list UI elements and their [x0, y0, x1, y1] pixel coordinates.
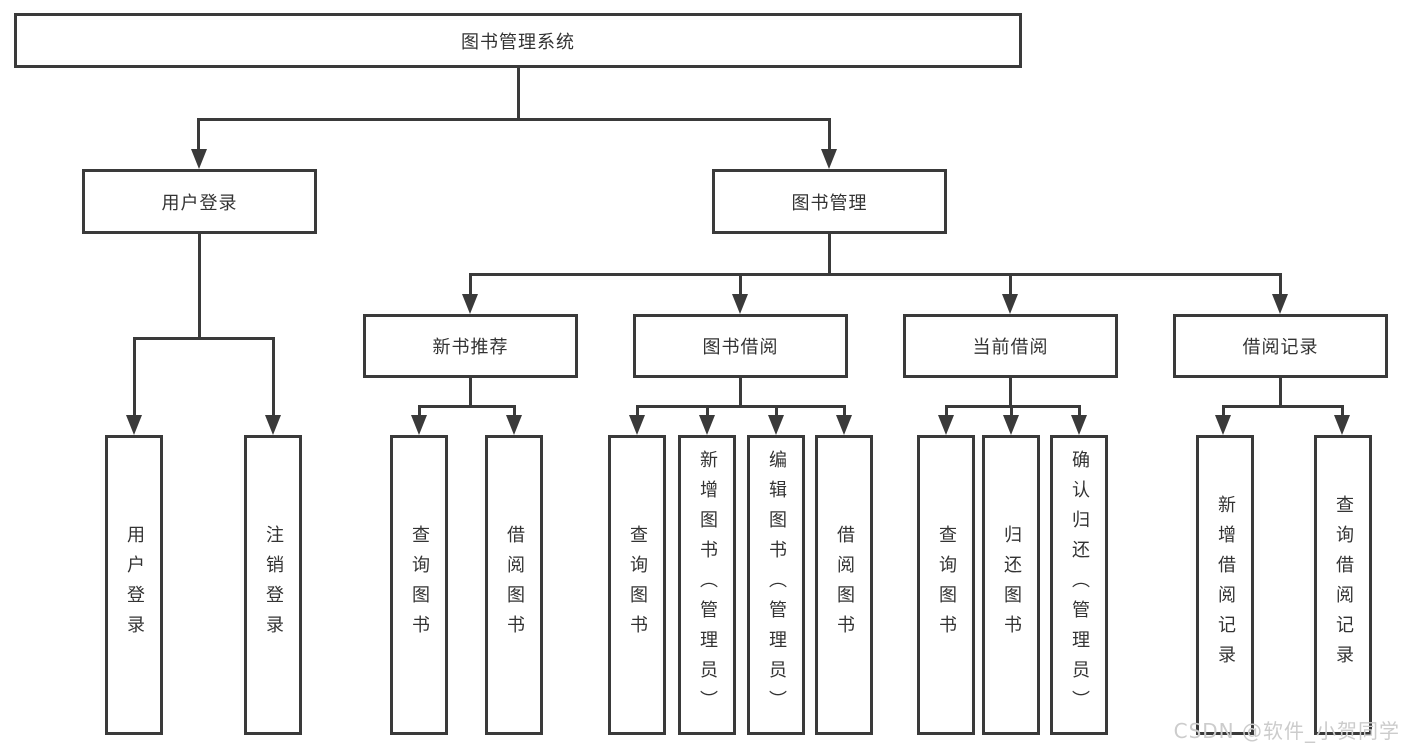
edge-borrow-record-stub [1279, 378, 1282, 408]
leaf-add-book-admin: 新增图书（管理员） [678, 435, 736, 735]
arrowhead [629, 415, 645, 435]
edge-to-leaf-confirm-return [1078, 405, 1081, 417]
node-library-management-system: 图书管理系统 [14, 13, 1022, 68]
node-user-login: 用户登录 [82, 169, 317, 234]
leaf-query-book-current: 查询图书 [917, 435, 975, 735]
leaf-logout: 注销登录 [244, 435, 302, 735]
edge-to-leaf-return-book [1010, 405, 1013, 417]
arrowhead [506, 415, 522, 435]
leaf-add-borrow-record: 新增借阅记录 [1196, 435, 1254, 735]
edge-new-book-stub [469, 378, 472, 408]
node-book-borrow: 图书借阅 [633, 314, 848, 378]
edge-to-leaf-query-book-2 [636, 405, 639, 417]
leaf-borrow-book: 借阅图书 [815, 435, 873, 735]
node-book-management: 图书管理 [712, 169, 947, 234]
arrowhead [265, 415, 281, 435]
edge-to-leaf-query-record [1341, 405, 1344, 417]
leaf-query-borrow-record: 查询借阅记录 [1314, 435, 1372, 735]
arrowhead [1002, 294, 1018, 314]
leaf-confirm-return-admin: 确认归还（管理员） [1050, 435, 1108, 735]
arrowhead [821, 149, 837, 169]
edge-to-leaf-borrow-book-1 [513, 405, 516, 417]
edge-current-borrow-hline [945, 405, 1081, 408]
edge-to-current-borrow [1009, 273, 1012, 296]
arrowhead [462, 294, 478, 314]
arrowhead [1272, 294, 1288, 314]
leaf-borrow-book-recommend: 借阅图书 [485, 435, 543, 735]
arrowhead [699, 415, 715, 435]
arrowhead [836, 415, 852, 435]
edge-book-borrow-stub [739, 378, 742, 408]
edge-to-new-book-recommend [469, 273, 472, 296]
edge-root-hline [197, 118, 831, 121]
node-new-book-recommend: 新书推荐 [363, 314, 578, 378]
leaf-query-book-recommend: 查询图书 [390, 435, 448, 735]
edge-user-login-hline [133, 337, 275, 340]
edge-borrow-record-hline [1222, 405, 1344, 408]
edge-root-stub [517, 68, 520, 121]
edge-to-leaf-logout [272, 337, 275, 417]
arrowhead [1215, 415, 1231, 435]
edge-current-borrow-stub [1009, 378, 1012, 408]
arrowhead [411, 415, 427, 435]
leaf-edit-book-admin: 编辑图书（管理员） [747, 435, 805, 735]
arrowhead [938, 415, 954, 435]
edge-book-management-stub [828, 234, 831, 276]
edge-to-user-login [197, 118, 200, 151]
leaf-return-book: 归还图书 [982, 435, 1040, 735]
edge-to-book-management [828, 118, 831, 151]
edge-user-login-stub [198, 234, 201, 340]
arrowhead [1071, 415, 1087, 435]
arrowhead [732, 294, 748, 314]
edge-to-leaf-query-book-1 [418, 405, 421, 417]
edge-to-leaf-user-login [133, 337, 136, 417]
edge-to-leaf-query-book-3 [945, 405, 948, 417]
edge-book-management-hline [469, 273, 1281, 276]
edge-to-book-borrow [739, 273, 742, 296]
leaf-user-login: 用户登录 [105, 435, 163, 735]
csdn-watermark: CSDN @软件_小贺同学 [1173, 719, 1400, 743]
node-current-borrow: 当前借阅 [903, 314, 1118, 378]
arrowhead [1334, 415, 1350, 435]
arrowhead [191, 149, 207, 169]
leaf-query-book-borrow: 查询图书 [608, 435, 666, 735]
edge-to-leaf-edit-book [775, 405, 778, 417]
edge-book-borrow-hline [636, 405, 846, 408]
edge-to-leaf-add-record [1222, 405, 1225, 417]
edge-to-borrow-record [1279, 273, 1282, 296]
arrowhead [1003, 415, 1019, 435]
node-borrow-record: 借阅记录 [1173, 314, 1388, 378]
arrowhead [768, 415, 784, 435]
arrowhead [126, 415, 142, 435]
edge-to-leaf-add-book [706, 405, 709, 417]
edge-to-leaf-borrow-book-2 [843, 405, 846, 417]
edge-new-book-hline [418, 405, 516, 408]
